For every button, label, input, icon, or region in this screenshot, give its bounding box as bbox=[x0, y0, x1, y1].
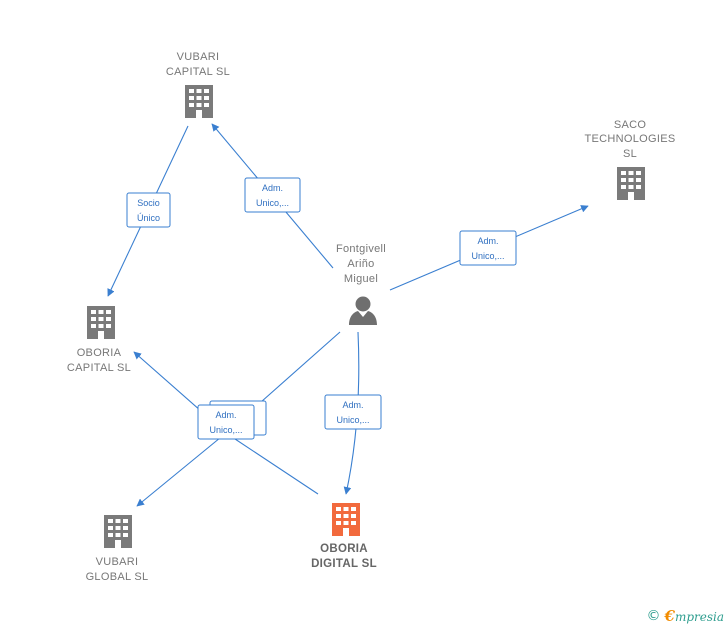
node-oboria-digital[interactable]: OBORIA DIGITAL SL bbox=[311, 503, 377, 570]
brand-initial: € bbox=[664, 607, 675, 625]
node-saco-technologies[interactable]: SACO TECHNOLOGIES SL bbox=[584, 119, 675, 200]
copyright-icon: © bbox=[646, 608, 661, 624]
node-label-line: SL bbox=[623, 148, 637, 160]
building-icon bbox=[332, 503, 360, 536]
edge-label-line: Adm. bbox=[342, 400, 363, 410]
edge-label-line: Unico,... bbox=[209, 425, 242, 435]
edge-label-line: Único bbox=[137, 213, 160, 223]
edge-label-adm-unico-vubari-capital[interactable]: Adm. Unico,... bbox=[244, 177, 301, 213]
footer-brand[interactable]: © €mpresia bbox=[647, 606, 725, 626]
edge-label-line: Unico,... bbox=[336, 415, 369, 425]
person-icon bbox=[349, 296, 377, 325]
node-label-line: CAPITAL SL bbox=[166, 66, 230, 78]
node-label-line: SACO bbox=[614, 119, 647, 131]
node-label-line: Miguel bbox=[344, 273, 378, 285]
edges bbox=[107, 123, 589, 507]
node-label-line: Fontgivell bbox=[336, 243, 386, 255]
node-person-fontgivell[interactable]: Fontgivell Ariño Miguel bbox=[336, 243, 386, 325]
building-icon bbox=[617, 167, 645, 200]
edge-label-line: Adm. bbox=[262, 183, 283, 193]
edge-label-line: Unico,... bbox=[256, 198, 289, 208]
brand-name: mpresia bbox=[674, 610, 724, 624]
node-label-line: OBORIA bbox=[320, 543, 368, 555]
building-icon bbox=[87, 306, 115, 339]
building-icon bbox=[104, 515, 132, 548]
edge-label-adm-unico-saco[interactable]: Adm. Unico,... bbox=[459, 230, 517, 266]
node-vubari-global[interactable]: VUBARI GLOBAL SL bbox=[86, 515, 149, 583]
node-label-line: VUBARI bbox=[96, 556, 139, 568]
node-label-line: CAPITAL SL bbox=[67, 362, 131, 374]
edge-label-line: Adm. bbox=[477, 236, 498, 246]
node-label-line: VUBARI bbox=[177, 51, 220, 63]
brand-logo: €mpresia bbox=[665, 607, 725, 625]
node-label-line: OBORIA bbox=[77, 347, 122, 359]
node-label-line: DIGITAL SL bbox=[311, 558, 377, 570]
node-label-line: GLOBAL SL bbox=[86, 571, 149, 583]
building-icon bbox=[185, 85, 213, 118]
edge-label-line: Socio bbox=[137, 198, 160, 208]
node-label-line: Ariño bbox=[347, 258, 374, 270]
node-oboria-capital[interactable]: OBORIA CAPITAL SL bbox=[67, 306, 131, 374]
edge-label-socio-unico[interactable]: Socio Único bbox=[126, 192, 171, 228]
edge-label-line: Unico,... bbox=[471, 251, 504, 261]
edge-label-adm-unico-vubari-global[interactable]: Adm. Unico,... bbox=[197, 404, 255, 440]
edge-label-adm-unico-oboria-digital[interactable]: Adm. Unico,... bbox=[324, 394, 382, 430]
node-label-line: TECHNOLOGIES bbox=[584, 133, 675, 145]
node-vubari-capital[interactable]: VUBARI CAPITAL SL bbox=[166, 51, 230, 118]
edge-label-line: Adm. bbox=[215, 410, 236, 420]
